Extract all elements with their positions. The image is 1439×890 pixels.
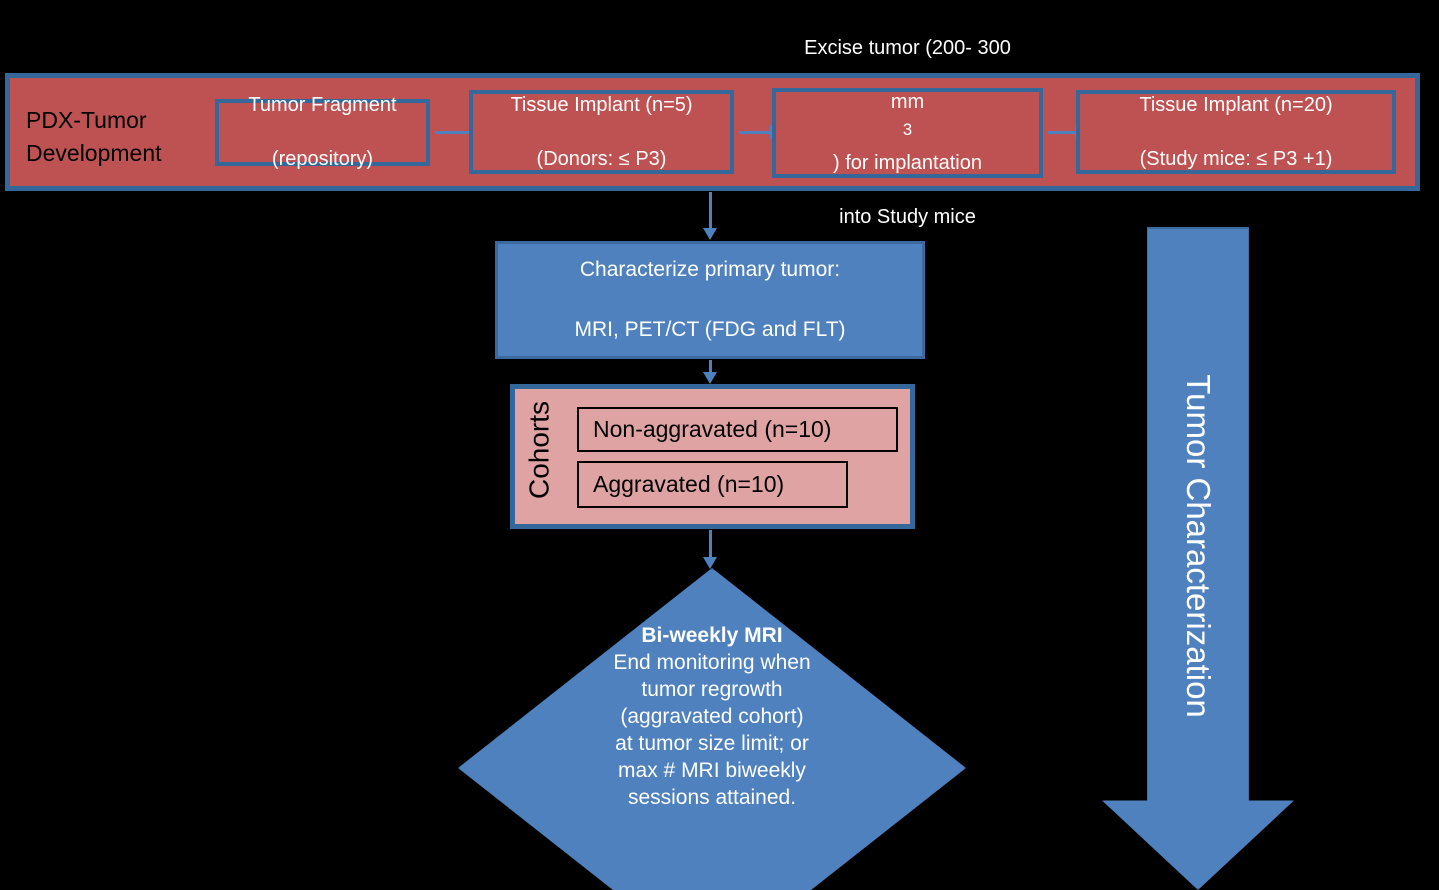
cohort-item-aggravated-label: Aggravated (n=10) bbox=[593, 471, 785, 497]
cohorts-label: Cohorts bbox=[523, 400, 555, 500]
monitoring-line-3: (aggravated cohort) bbox=[620, 705, 804, 728]
monitoring-line-1: End monitoring when bbox=[613, 651, 811, 674]
monitoring-text: Bi-weekly MRI End monitoring when tumor … bbox=[458, 622, 966, 811]
connector-arrow-characterize-to-cohorts bbox=[703, 360, 717, 384]
step-3-line-1: Excise tumor (200- 300 bbox=[804, 36, 1011, 59]
monitoring-decision-diamond[interactable]: Bi-weekly MRI End monitoring when tumor … bbox=[458, 568, 966, 890]
step-box-tissue-implant-study-mice[interactable]: Tissue Implant (n=20) (Study mice: ≤ P3 … bbox=[1076, 90, 1396, 174]
cohort-item-non-aggravated-label: Non-aggravated (n=10) bbox=[593, 416, 832, 442]
monitoring-line-4: at tumor size limit; or bbox=[615, 732, 809, 755]
monitoring-line-2: tumor regrowth bbox=[641, 678, 783, 701]
connector-arrow-banner-to-characterize bbox=[703, 192, 717, 240]
cohort-item-aggravated[interactable]: Aggravated (n=10) bbox=[577, 461, 848, 508]
step-4-line-1: Tissue Implant (n=20) bbox=[1139, 93, 1333, 116]
characterize-primary-tumor-box[interactable]: Characterize primary tumor: MRI, PET/CT … bbox=[495, 241, 925, 359]
monitoring-line-5: max # MRI biweekly bbox=[618, 759, 806, 782]
step-1-line-1: Tumor Fragment bbox=[248, 94, 397, 116]
step-3-superscript: 3 bbox=[902, 119, 913, 139]
monitoring-heading: Bi-weekly MRI bbox=[641, 624, 783, 647]
connector-arrow-cohorts-to-monitoring bbox=[703, 530, 717, 569]
connector-arrow-3 bbox=[1048, 125, 1087, 139]
tumor-characterization-label: Tumor Characterization bbox=[1180, 374, 1217, 718]
pdx-tumor-development-banner: PDX-Tumor Development Tumor Fragment (re… bbox=[5, 37, 1420, 228]
cohorts-group: Cohorts Non-aggravated (n=10) Aggravated… bbox=[510, 384, 915, 529]
tumor-characterization-arrow: Tumor Characterization bbox=[1102, 227, 1294, 890]
step-box-tumor-fragment[interactable]: Tumor Fragment (repository) bbox=[215, 94, 430, 170]
step-3-line-2-pre: mm bbox=[890, 90, 925, 113]
characterize-line-1: Characterize primary tumor: bbox=[579, 258, 841, 281]
step-4-line-2: (Study mice: ≤ P3 +1) bbox=[1139, 147, 1333, 170]
step-box-tissue-implant-donors[interactable]: Tissue Implant (n=5) (Donors: ≤ P3) bbox=[469, 90, 734, 174]
characterize-line-2: MRI, PET/CT (FDG and FLT) bbox=[574, 318, 846, 341]
step-1-line-2: (repository) bbox=[271, 148, 374, 170]
step-2-line-2: (Donors: ≤ P3) bbox=[536, 147, 667, 170]
step-3-line-3: into Study mice bbox=[839, 206, 976, 229]
monitoring-line-6: sessions attained. bbox=[627, 786, 797, 809]
connector-arrow-2 bbox=[739, 125, 782, 139]
cohort-item-non-aggravated[interactable]: Non-aggravated (n=10) bbox=[577, 407, 898, 452]
banner-title: PDX-Tumor Development bbox=[26, 107, 162, 166]
step-2-line-1: Tissue Implant (n=5) bbox=[510, 93, 693, 116]
step-3-line-2-post: ) for implantation bbox=[833, 152, 982, 175]
step-box-excise-tumor[interactable]: Excise tumor (200- 300 mm 3 ) for implanta… bbox=[772, 37, 1043, 228]
connector-arrow-1 bbox=[435, 125, 481, 139]
